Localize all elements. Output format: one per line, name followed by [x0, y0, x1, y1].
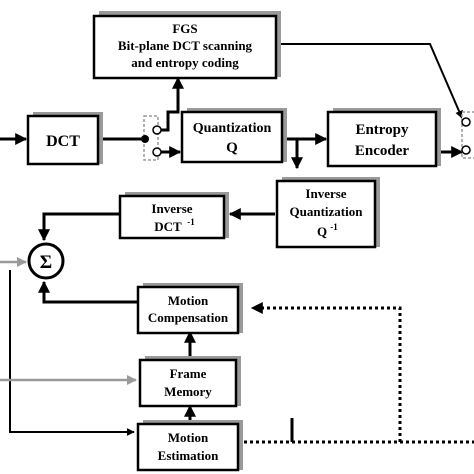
quantization-line2: Q — [226, 140, 238, 156]
quantization-line1: Quantization — [193, 121, 272, 136]
dct-block: DCT — [26, 112, 103, 166]
fgs-line3: and entropy coding — [131, 55, 239, 70]
sum-node: Σ — [27, 242, 65, 280]
quantization-block: Quantization Q — [180, 108, 287, 164]
left-bus-to-me-arrow — [9, 270, 135, 436]
invquant-line3: Q — [317, 224, 327, 239]
mc-line2: Compensation — [148, 310, 229, 325]
entropy-encoder-block: Entropy Encoder — [326, 108, 441, 168]
me-line1: Motion — [168, 430, 209, 445]
switch-to-fgs-arrow — [158, 76, 184, 132]
inverse-dct-block: Inverse DCT -1 — [118, 192, 229, 240]
invdct-to-sum-arrow — [38, 212, 120, 242]
fgs-output-arrow — [278, 43, 463, 119]
invquant-superscript: -1 — [330, 222, 338, 232]
invdct-line2: DCT — [154, 219, 182, 234]
invquant-line1: Inverse — [305, 186, 346, 201]
fgs-title: FGS — [172, 21, 197, 36]
invdct-line1: Inverse — [151, 201, 192, 216]
inverse-quantization-block: Inverse Quantization Q -1 — [275, 177, 380, 249]
motion-estimation-block: Motion Estimation — [136, 420, 243, 472]
fgs-block: FGS Bit-plane DCT scanning and entropy c… — [92, 11, 281, 80]
mc-line1: Motion — [168, 293, 209, 308]
output-switch — [461, 111, 474, 159]
sigma-symbol: Σ — [40, 252, 52, 273]
motion-compensation-block: Motion Compensation — [136, 283, 243, 335]
motion-vector-to-mc-dotted-arrow — [250, 302, 402, 442]
entropy-line1: Entropy — [355, 122, 409, 138]
me-line2: Estimation — [158, 448, 219, 463]
selector-switch — [141, 115, 162, 161]
invdct-superscript: -1 — [187, 217, 195, 227]
frame-memory-block: Frame Memory — [138, 356, 241, 408]
entropy-line2: Encoder — [355, 143, 410, 159]
fm-line1: Frame — [170, 366, 207, 381]
fm-line2: Memory — [164, 384, 212, 399]
invquant-line2: Quantization — [290, 204, 364, 219]
dct-label: DCT — [46, 133, 80, 150]
mc-to-sum-arrow — [38, 280, 138, 304]
fgs-line2: Bit-plane DCT scanning — [118, 38, 253, 53]
